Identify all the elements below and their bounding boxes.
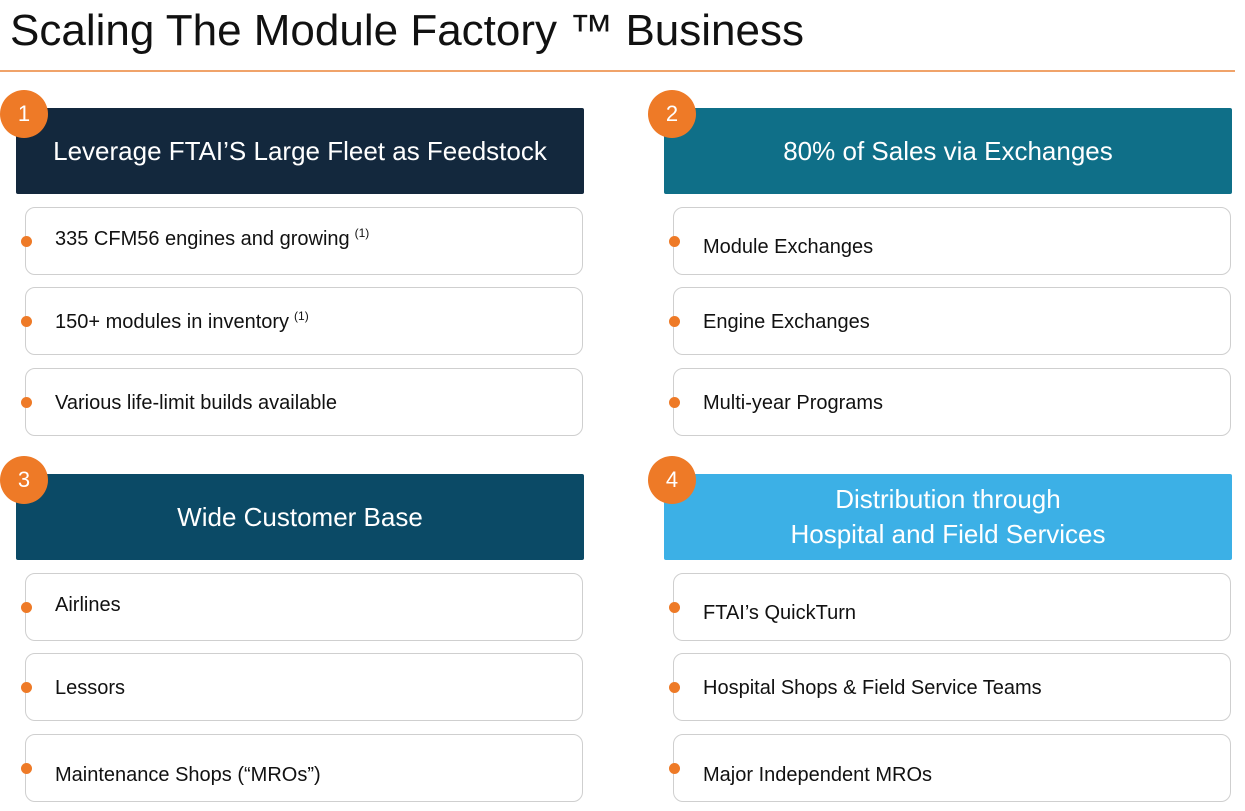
list-item: Hospital Shops & Field Service Teams (669, 653, 1231, 721)
list-item: Lessors (21, 653, 583, 721)
item-label: Engine Exchanges (703, 310, 870, 333)
quadrant-header: Leverage FTAI’S Large Fleet as Feedstock (16, 108, 584, 194)
list-item: FTAI’s QuickTurn (669, 573, 1231, 641)
quadrant-3: Wide Customer Base 3 Airlines Lessors Ma… (0, 456, 584, 802)
bullet-icon (21, 682, 32, 693)
item-label: Hospital Shops & Field Service Teams (703, 676, 1042, 699)
list-item: 335 CFM56 engines and growing (1) (21, 207, 583, 275)
list-item: Maintenance Shops (“MROs”) (21, 734, 583, 802)
bullet-icon (21, 316, 32, 327)
number-badge: 3 (0, 456, 48, 504)
list-item: 150+ modules in inventory (1) (21, 287, 583, 355)
item-label: Module Exchanges (703, 235, 874, 258)
bullet-icon (669, 682, 680, 693)
item-label: Maintenance Shops (“MROs”) (55, 763, 321, 786)
list-item: Engine Exchanges (669, 287, 1231, 355)
quadrant-header: 80% of Sales via Exchanges (664, 108, 1232, 194)
bullet-icon (21, 602, 32, 613)
page-title: Scaling The Module Factory ™ Business (10, 6, 804, 55)
item-label: Various life-limit builds available (55, 391, 337, 414)
list-item: Various life-limit builds available (21, 368, 583, 436)
number-badge: 1 (0, 90, 48, 138)
item-label: 335 CFM56 engines and growing (55, 227, 350, 250)
bullet-icon (669, 397, 680, 408)
quadrant-1: Leverage FTAI’S Large Fleet as Feedstock… (0, 90, 584, 436)
list-item: Airlines (21, 573, 583, 641)
quadrant-header: Distribution through Hospital and Field … (664, 474, 1232, 560)
number-badge: 2 (648, 90, 696, 138)
bullet-icon (21, 397, 32, 408)
footnote-marker: (1) (294, 309, 309, 323)
quadrant-header: Wide Customer Base (16, 474, 584, 560)
title-divider (0, 70, 1235, 72)
item-label: 150+ modules in inventory (55, 310, 290, 333)
quadrant-4: Distribution through Hospital and Field … (648, 456, 1232, 802)
bullet-icon (669, 763, 680, 774)
item-label: FTAI’s QuickTurn (703, 601, 856, 624)
item-label: Lessors (55, 676, 126, 699)
bullet-icon (21, 236, 32, 247)
list-item: Module Exchanges (669, 207, 1231, 275)
bullet-icon (21, 763, 32, 774)
item-label: Major Independent MROs (703, 763, 933, 786)
list-item: Multi-year Programs (669, 368, 1231, 436)
bullet-icon (669, 316, 680, 327)
bullet-icon (669, 602, 680, 613)
item-label: Multi-year Programs (703, 391, 884, 414)
footnote-marker: (1) (354, 226, 370, 240)
bullet-icon (669, 236, 680, 247)
list-item: Major Independent MROs (669, 734, 1231, 802)
quadrant-2: 80% of Sales via Exchanges 2 Module Exch… (648, 90, 1232, 436)
item-label: Airlines (55, 593, 121, 616)
number-badge: 4 (648, 456, 696, 504)
